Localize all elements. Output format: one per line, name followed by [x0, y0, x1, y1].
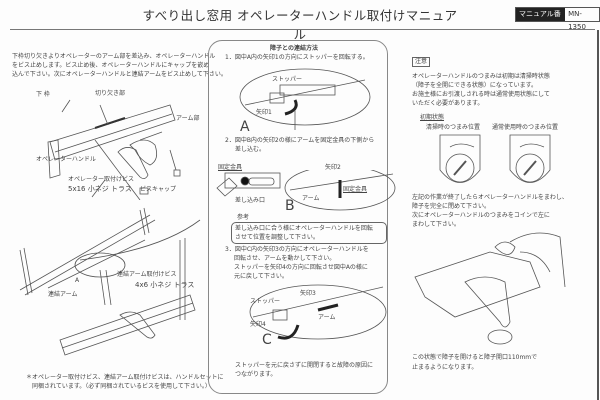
label-mark-a: A	[240, 119, 250, 135]
detail-c-illustration	[249, 284, 387, 340]
initial-state-label: 初期状態	[420, 114, 445, 121]
result-line-2: 止まるようになります。	[412, 364, 478, 371]
warning-line-2: つながります。	[235, 371, 277, 378]
reference-label: 参考	[237, 214, 250, 221]
label-link-arm-screw-spec: 4x6 小ネジ トラス	[135, 281, 195, 289]
label-arrow-1: 矢印1	[256, 109, 272, 116]
label-stopper-c: ストッパー	[250, 298, 281, 305]
detail-a-illustration	[239, 68, 371, 130]
manual-number: MN-1350	[568, 10, 586, 31]
knob-cleaning-label: 清掃時のつまみ位置	[426, 124, 481, 131]
label-arm-c: アーム	[318, 314, 336, 321]
label-insertion-slot: 差し込み口	[235, 197, 266, 204]
fixing-bracket-illustration	[216, 170, 396, 211]
label-detail-a: A	[75, 277, 80, 284]
connection-heading: 障子との連結方法	[270, 45, 318, 52]
label-stopper-a: ストッパー	[272, 76, 303, 83]
header-divider	[10, 29, 595, 30]
step-1: 1．図中A内の矢印1の方向にストッパーを回転する。	[225, 54, 369, 61]
label-arrow-4: 矢印4	[250, 321, 266, 328]
page-title: すべり出し窓用 オペレーターハンドル取付けマニュアル	[142, 8, 458, 42]
after-line-3: 次にオペレーターハンドルのつまみをコインで左に	[412, 212, 550, 219]
label-fixing-bracket-2: 固定金具	[343, 186, 368, 193]
label-link-arm: 連結アーム	[48, 291, 78, 298]
reference-line-2: させて位置を調整して下さい。	[235, 234, 319, 241]
warning-line-1: ストッパーを元に戻さずに開閉すると故障の原因に	[235, 362, 374, 369]
label-mark-b: B	[285, 198, 295, 214]
label-arrow-2: 矢印2	[325, 164, 341, 171]
label-link-arm-screw: 連結アーム取付けビス	[117, 271, 177, 278]
after-line-1: 左記の作業が終了したらオペレーターハンドルをまわし、	[412, 194, 568, 201]
step-3-line-3: ストッパーを矢印4の方向に回転させ図中Aの様に	[234, 264, 368, 271]
connection-method-panel	[208, 40, 388, 394]
window-link-arm-illustration	[19, 207, 201, 356]
operator-assembly-illustration	[47, 99, 181, 200]
knob-normal-label: 通常使用時のつまみ位置	[492, 124, 559, 131]
caution-line-2: （障子を全開にできる状態）になっています。	[412, 82, 537, 89]
step-3-line-4: 元に戻して下さい。	[234, 273, 288, 280]
caution-label: 注意	[412, 57, 431, 67]
label-fixing-bracket: 固定金具	[218, 164, 243, 171]
result-line-1: この状態で障子を開けると障子開口110mmで	[412, 354, 538, 361]
label-mark-c: C	[262, 332, 272, 348]
label-operator-screw: オペレーター取付けビス	[68, 176, 135, 183]
reference-note: 差し込み口に合う様にオペレーターハンドルを回転 させて位置を調整して下さい。	[231, 222, 387, 244]
after-line-4: まわして下さい。	[412, 221, 460, 228]
step-2-line-1: 2．図中B内の矢印2の様にアームを固定金具の下側から	[225, 137, 375, 144]
manual-number-badge: マニュアル番号 MN-1350	[515, 7, 600, 31]
label-operator-screw-spec: 5x16 小ネジ トラス	[68, 185, 132, 193]
caution-line-4: いただく必要があります。	[412, 100, 484, 107]
label-arrow-3: 矢印3	[300, 290, 316, 297]
label-screw-cap: ビスキャップ	[140, 186, 177, 193]
step-3-line-1: 3．図中C内の矢印3の方向にオペレーターハンドルを	[225, 246, 369, 253]
page-edge	[597, 30, 599, 400]
step-3-line-2: 回転させ、アームを動かして下さい。	[234, 255, 336, 262]
reference-line-1: 差し込み口に合う様にオペレーターハンドルを回転	[235, 225, 373, 232]
label-operator-handle: オペレーターハンドル	[36, 156, 96, 163]
left-intro-2: をビス止めします。ビス止め後、オペレーターハンドルにキャップを嵌め	[12, 62, 210, 69]
caution-line-1: オペレーターハンドルのつまみは初期は清掃時状態	[412, 73, 550, 80]
left-intro-3: 込んで下さい。次にオペレーターハンドルと連結アームをビス止めして下さい。	[12, 71, 227, 78]
knob-positions-illustration	[439, 134, 551, 183]
footnote-2: 同梱されています。（必ず同梱されているビスを使用して下さい。）	[32, 383, 211, 390]
caution-line-3: お施主様にお引渡しされる時は通常使用状態にして	[412, 91, 550, 98]
step-2-line-2: 差し込む。	[235, 146, 266, 153]
label-bottom-frame: 下 枠	[36, 91, 50, 98]
label-notch: 切り欠き部	[95, 90, 126, 97]
after-line-2: 障子を完全に閉めて下さい。	[412, 203, 491, 210]
footnote-1: ＊オペレーター取付けビス、連結アーム取付けビスは、ハンドルセットに	[26, 374, 224, 381]
label-arm-b: アーム	[302, 195, 320, 202]
left-intro-1: 下枠切り欠きよりオペレーターのアーム部を差込み、オペレーターハンドル	[12, 53, 216, 60]
label-arm: アーム部	[176, 115, 200, 122]
coin-turning-illustration	[414, 232, 566, 345]
manual-number-label: マニュアル番号	[516, 8, 566, 31]
